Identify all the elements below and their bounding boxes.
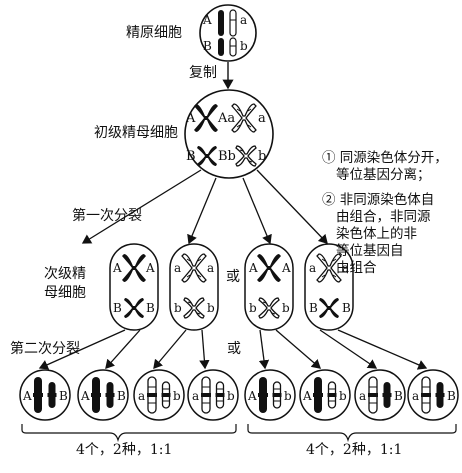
secondary-cell-2	[169, 243, 219, 331]
gene-top-a: a	[240, 13, 248, 27]
gamete-5	[244, 369, 296, 421]
gene-sec4-b2: B	[342, 301, 351, 315]
gene-g3-l: a	[138, 389, 146, 403]
label-spermatogonium: 精原细胞	[126, 25, 182, 41]
note-2: ② 非同源染色体自 由组合，非同源 染色体上的非 等位基因自 由组合	[322, 192, 435, 276]
result-right: 4个，2种，1:1	[306, 442, 403, 458]
gene-top-b: b	[240, 39, 248, 53]
label-first-division: 第一次分裂	[72, 208, 142, 224]
label-or-1: 或	[226, 269, 240, 285]
gene-sec4-b1: B	[309, 301, 318, 315]
label-or-2: 或	[227, 341, 241, 357]
gene-primary-b: b	[258, 149, 267, 164]
gamete-6	[299, 369, 351, 421]
gene-g4-r: b	[227, 389, 235, 403]
gene-g7-l: a	[359, 389, 367, 403]
gene-g5-l: A	[248, 389, 257, 403]
gene-sec2-b2: b	[207, 301, 215, 315]
gamete-4	[187, 369, 239, 421]
gene-g1-l: A	[23, 389, 32, 403]
gamete-7	[354, 369, 406, 421]
bracket-left	[21, 424, 237, 443]
gene-primary-a: a	[258, 111, 266, 126]
label-secondary-1: 次级精	[44, 266, 86, 282]
label-replication: 复制	[189, 65, 217, 81]
gene-g8-r: B	[447, 389, 456, 403]
gene-g1-r: B	[59, 389, 68, 403]
gene-sec4-a1: a	[309, 261, 317, 275]
gene-sec4-a2: a	[342, 261, 350, 275]
label-secondary-2: 母细胞	[44, 285, 86, 301]
gene-sec2-b1: b	[174, 301, 182, 315]
gene-sec3-b1: b	[249, 301, 257, 315]
gene-g3-r: b	[173, 389, 181, 403]
gene-top-A: A	[203, 13, 212, 27]
gene-g4-l: a	[192, 389, 200, 403]
gene-g6-l: A	[303, 389, 312, 403]
gene-g2-r: B	[117, 389, 126, 403]
secondary-cell-3	[244, 243, 294, 331]
result-left: 4个，2种，1:1	[76, 442, 173, 458]
gene-sec2-a2: a	[207, 261, 215, 275]
spermatogonium-cell	[199, 4, 257, 62]
gene-top-B: B	[203, 39, 212, 53]
gamete-2	[77, 369, 129, 421]
gamete-3	[133, 369, 185, 421]
gene-sec3-a2: A	[282, 261, 291, 275]
gamete-8	[407, 369, 459, 421]
gamete-1	[19, 369, 71, 421]
gene-primary-Aa: Aa	[218, 111, 236, 126]
gene-g7-r: B	[394, 389, 403, 403]
gene-g2-l: A	[81, 389, 90, 403]
gene-g8-l: a	[412, 389, 420, 403]
gene-sec1-b2: B	[146, 301, 155, 315]
gene-sec2-a1: a	[174, 261, 182, 275]
gene-primary-Bb: Bb	[218, 149, 236, 164]
gene-sec1-b1: B	[113, 301, 122, 315]
gene-g6-r: b	[339, 389, 347, 403]
gene-g5-r: b	[284, 389, 292, 403]
note-1: ① 同源染色体分开， 等位基因分离；	[322, 150, 448, 183]
label-primary-spermatocyte: 初级精母细胞	[94, 125, 178, 141]
gene-primary-B: B	[186, 149, 196, 164]
label-second-division: 第二次分裂	[10, 341, 80, 357]
gene-sec3-a1: A	[249, 261, 258, 275]
bracket-right	[247, 424, 457, 443]
gene-primary-A: A	[186, 111, 196, 126]
secondary-cell-4	[304, 243, 354, 331]
secondary-cell-1	[109, 243, 159, 331]
gene-sec1-a1: A	[113, 261, 122, 275]
gene-sec3-b2: b	[282, 301, 290, 315]
gene-sec1-a2: A	[146, 261, 155, 275]
